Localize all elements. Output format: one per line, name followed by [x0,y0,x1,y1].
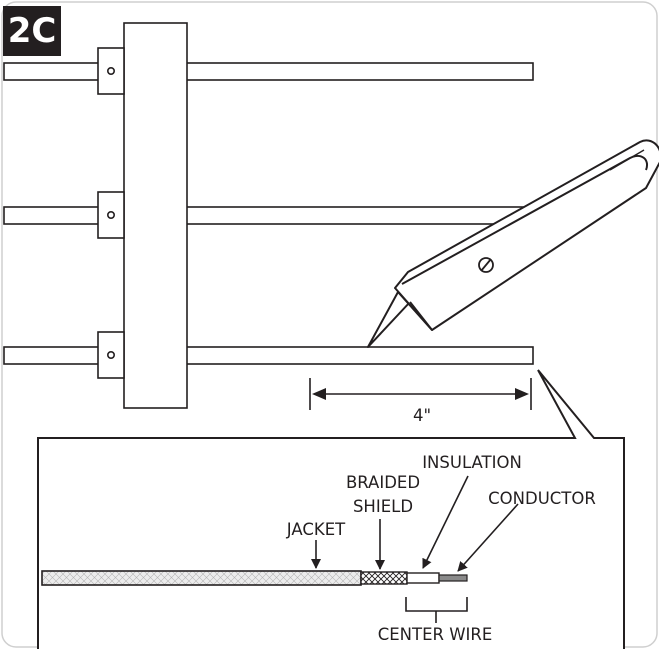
insulation [406,572,440,584]
antenna-boom [123,22,188,409]
coax-cable [41,570,468,586]
antenna-elements [3,62,534,365]
dimension-4in [309,378,532,410]
center-wire-bracket [405,597,468,623]
clamp-top [97,47,125,95]
label-conductor: CONDUCTOR [488,489,596,508]
braided-shield [360,571,408,585]
antenna-rod-top [3,62,534,81]
leader-arrows [311,475,519,572]
rod-clamps [97,47,125,379]
label-jacket: JACKET [286,520,346,539]
cable-jacket [41,570,362,586]
screw-icon [107,350,116,359]
antenna-rod-bottom [3,346,534,365]
dimension-label: 4" [413,406,431,425]
label-center-wire: CENTER WIRE [378,625,493,644]
detail-callout-box [37,369,625,649]
figure-badge: 2C [3,6,61,56]
screw-icon [107,67,116,76]
conductor [438,574,468,582]
antenna-rod-middle [3,206,534,225]
arrow-icon [422,475,469,569]
utility-knife-icon [367,139,659,348]
arrow-icon [457,503,519,572]
label-braided: BRAIDED [346,473,420,492]
label-shield: SHIELD [353,497,413,516]
screw-icon [107,211,116,220]
label-insulation: INSULATION [422,453,522,472]
